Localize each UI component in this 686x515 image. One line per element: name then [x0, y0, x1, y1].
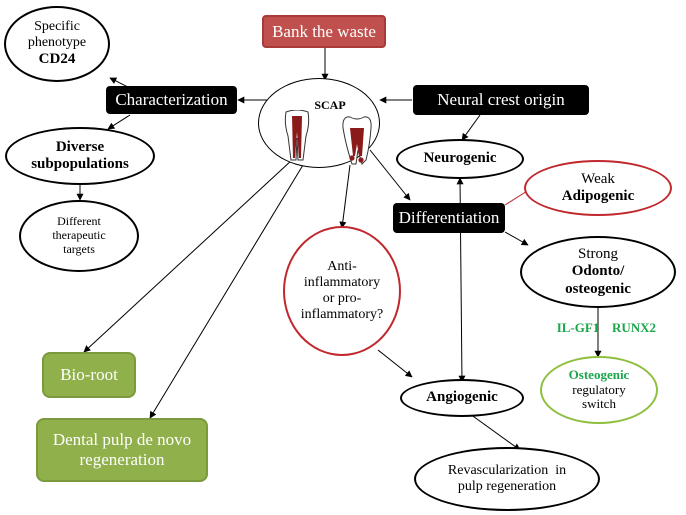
- arrow-diff-to-odonto: [504, 231, 529, 246]
- tooth-root-icon: [284, 110, 310, 161]
- arrow-scap-to-dentalpulp: [149, 164, 304, 419]
- phenotype-line-3: CD24: [38, 51, 76, 68]
- dental-pulp-box: Dental pulp de novo regeneration: [36, 418, 208, 482]
- bank-waste-box: Bank the waste: [262, 15, 386, 48]
- anti-inflammatory-ellipse: Anti- inflammatory or pro- inflammatory?: [283, 226, 401, 356]
- arrow-char-to-diverse: [107, 114, 131, 130]
- revascularization-ellipse: Revascularization in pulp regeneration: [414, 447, 600, 511]
- diverse-line-1: Diverse: [55, 138, 105, 155]
- weak-adipogenic-ellipse: Weak Adipogenic: [524, 160, 672, 216]
- arrow-scap-to-differentiation: [369, 149, 411, 201]
- arrow-inflammatory-to-angiogenic: [377, 349, 413, 378]
- scap-label: SCAP: [314, 98, 346, 112]
- osteogenic-switch-ellipse: Osteogenic regulatory switch: [540, 356, 658, 424]
- runx2-label-box: RUNX2: [608, 318, 660, 338]
- adipogenic-line-2: Adipogenic: [561, 188, 635, 204]
- adipogenic-line-1: Weak: [581, 170, 615, 187]
- odonto-line-3: osteogenic: [565, 280, 631, 297]
- neural-crest-label: Neural crest origin: [437, 90, 565, 110]
- specific-phenotype-ellipse: Specific phenotype CD24: [4, 6, 110, 82]
- il-gf1-label: IL-GF1: [556, 319, 600, 335]
- tooth-crown-icon: [342, 116, 372, 165]
- strong-odonto-ellipse: Strong Odonto/ osteogenic: [520, 236, 676, 308]
- switch-line-2: regulatory: [572, 381, 626, 397]
- bio-root-label: Bio-root: [60, 365, 118, 385]
- differentiation-box: Differentiation: [393, 203, 505, 233]
- arrow-scap-to-bioroot: [83, 159, 293, 353]
- inflammatory-line-1: Anti-: [327, 258, 357, 274]
- neural-crest-box: Neural crest origin: [413, 85, 589, 115]
- differentiation-label: Differentiation: [398, 208, 500, 228]
- diverse-subpopulations-ellipse: Diverse subpopulations: [5, 127, 155, 185]
- bank-waste-label: Bank the waste: [272, 21, 376, 41]
- runx2-label: RUNX2: [611, 319, 657, 335]
- revasc-line-1: Revascularization in: [447, 462, 567, 478]
- neurogenic-ellipse: Neurogenic: [396, 139, 524, 179]
- switch-line-1: Osteogenic: [568, 366, 630, 382]
- neurogenic-label: Neurogenic: [423, 150, 497, 167]
- phenotype-line-2: phenotype: [27, 35, 87, 51]
- il-gf1-label-box: IL-GF1: [552, 318, 604, 338]
- arrow-neuralcrest-to-neurogenic: [461, 114, 481, 141]
- different-targets-ellipse: Different therapeutic targets: [19, 200, 139, 272]
- inflammatory-line-3: or pro-: [322, 291, 362, 306]
- characterization-box: Characterization: [106, 86, 237, 114]
- odonto-line-1: Strong: [577, 246, 618, 263]
- targets-line-3: targets: [63, 241, 95, 256]
- odonto-line-2: Odonto/: [571, 263, 625, 280]
- angiogenic-label: Angiogenic: [426, 389, 498, 406]
- inflammatory-line-2: inflammatory: [303, 274, 381, 290]
- angiogenic-ellipse: Angiogenic: [400, 379, 524, 417]
- diverse-line-2: subpopulations: [31, 156, 129, 172]
- switch-line-3: switch: [582, 396, 616, 412]
- inflammatory-line-4: inflammatory?: [300, 307, 384, 323]
- phenotype-line-1: Specific: [34, 19, 80, 35]
- revasc-line-2: pulp regeneration: [457, 479, 557, 494]
- bio-root-box: Bio-root: [42, 352, 136, 398]
- characterization-label: Characterization: [115, 90, 228, 110]
- dental-pulp-line-2: regeneration: [79, 450, 165, 469]
- targets-line-1: Different: [57, 214, 101, 229]
- targets-line-2: therapeutic: [52, 228, 106, 243]
- dental-pulp-line-1: Dental pulp de novo: [52, 430, 192, 450]
- arrow-angiogenic-to-revasc: [469, 413, 521, 451]
- arrow-scap-to-inflammatory: [339, 164, 351, 229]
